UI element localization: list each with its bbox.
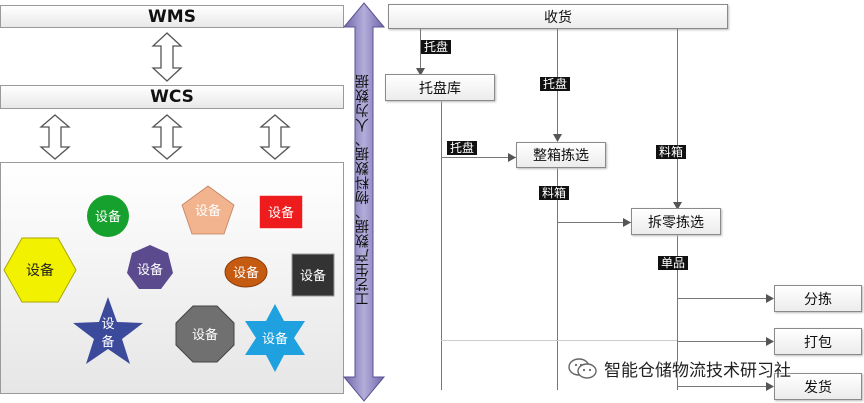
pallet-store-box: 托盘库 bbox=[385, 74, 495, 101]
wms-bar: WMS bbox=[0, 5, 344, 28]
piece-pick-box: 拆零拣选 bbox=[631, 208, 721, 235]
line-store-to-case bbox=[441, 157, 516, 158]
device-dark-square: 设备 bbox=[291, 253, 335, 297]
device-label: 备 bbox=[101, 334, 114, 350]
device-label: 设备 bbox=[268, 205, 294, 221]
watermark: 智能仓储物流技术研习社 bbox=[568, 356, 791, 381]
wcs-bar: WCS bbox=[0, 85, 344, 109]
arrowhead-icon bbox=[416, 68, 425, 76]
pallet-store-label: 托盘库 bbox=[419, 80, 461, 97]
wms-label: WMS bbox=[148, 6, 196, 27]
line-bottom-left bbox=[441, 340, 677, 341]
device-label: 设 bbox=[101, 317, 114, 332]
line-to-shipping bbox=[677, 386, 773, 387]
device-label: 设备 bbox=[300, 268, 326, 284]
arrowhead-icon bbox=[766, 337, 774, 346]
watermark-text: 智能仓储物流技术研习社 bbox=[604, 361, 791, 381]
sorting-label: 分拣 bbox=[804, 291, 832, 308]
arrowhead-icon bbox=[508, 153, 516, 162]
device-shapes: 设备 设备 设备 设备 设备 设备 设备 设 备 设备 设备 bbox=[3, 185, 335, 372]
device-label: 设备 bbox=[95, 209, 121, 225]
arrowhead-icon bbox=[673, 202, 682, 210]
line-pallet-down bbox=[420, 29, 421, 74]
piece-pick-label: 拆零拣选 bbox=[648, 214, 704, 231]
line-case-to-piece-2 bbox=[677, 29, 678, 208]
wcs-label: WCS bbox=[150, 87, 194, 107]
line-case-down bbox=[557, 168, 558, 390]
device-label: 设备 bbox=[262, 331, 288, 347]
wcs-device-arrow-icon-3 bbox=[259, 114, 291, 160]
device-star5: 设 备 bbox=[73, 297, 143, 364]
tag-pallet: 托盘 bbox=[447, 141, 478, 155]
wcs-device-arrow-icon-2 bbox=[151, 114, 183, 160]
line-to-sorting bbox=[677, 298, 773, 299]
line-to-packing bbox=[677, 341, 773, 342]
data-double-arrow bbox=[342, 2, 386, 402]
packing-box: 打包 bbox=[774, 328, 862, 355]
device-ellipse: 设备 bbox=[224, 256, 268, 288]
wms-wcs-arrow-icon bbox=[151, 32, 183, 82]
line-case-to-piece bbox=[557, 222, 631, 223]
arrowhead-icon bbox=[623, 218, 631, 227]
shipping-label: 发货 bbox=[804, 379, 832, 396]
tag-case: 料箱 bbox=[656, 145, 687, 159]
arrowhead-icon bbox=[766, 382, 774, 391]
arrowhead-icon bbox=[766, 294, 774, 303]
device-circle: 设备 bbox=[87, 195, 129, 237]
device-octagon: 设备 bbox=[175, 305, 235, 363]
device-label: 设备 bbox=[233, 265, 259, 281]
line-store-down bbox=[441, 100, 442, 390]
tag-pallet: 托盘 bbox=[540, 77, 571, 91]
device-star6: 设备 bbox=[245, 304, 305, 372]
receiving-label: 收货 bbox=[544, 9, 572, 26]
device-label: 设备 bbox=[26, 262, 54, 279]
wcs-device-arrow-icon-1 bbox=[39, 114, 71, 160]
device-label: 设备 bbox=[192, 327, 218, 343]
vertical-data-label: 工艺生产数据、物料数据、人为数据 bbox=[355, 74, 371, 306]
device-label: 设备 bbox=[137, 262, 163, 278]
arrowhead-icon bbox=[553, 134, 562, 142]
device-label: 设备 bbox=[195, 203, 221, 219]
case-pick-label: 整箱拣选 bbox=[533, 148, 589, 164]
shipping-box: 发货 bbox=[774, 373, 862, 400]
device-hexagon: 设备 bbox=[3, 237, 77, 303]
receiving-bar: 收货 bbox=[388, 4, 728, 29]
sorting-box: 分拣 bbox=[774, 285, 862, 312]
case-pick-box: 整箱拣选 bbox=[516, 142, 606, 168]
tag-single: 单品 bbox=[658, 256, 689, 270]
packing-label: 打包 bbox=[804, 334, 832, 351]
tag-case: 料箱 bbox=[539, 186, 570, 200]
device-pentagon: 设备 bbox=[181, 185, 235, 235]
device-heptagon: 设备 bbox=[127, 245, 173, 289]
line-piece-down bbox=[677, 235, 678, 390]
tag-pallet: 托盘 bbox=[421, 40, 452, 54]
device-red-square: 设备 bbox=[258, 194, 304, 230]
wechat-icon bbox=[568, 357, 597, 379]
